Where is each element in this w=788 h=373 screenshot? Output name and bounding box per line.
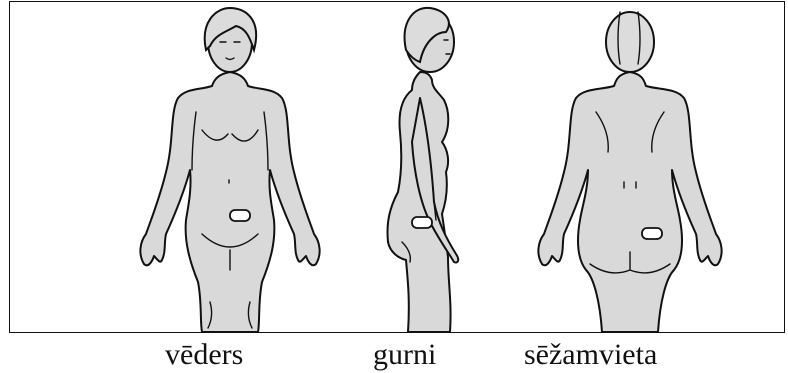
figure-front-view bbox=[130, 2, 330, 332]
injection-site-buttock bbox=[642, 228, 662, 239]
figure-back-view bbox=[520, 2, 740, 332]
injection-site-abdomen bbox=[230, 210, 250, 221]
back-body-illustration bbox=[520, 2, 740, 332]
caption-thigh: gurni bbox=[373, 338, 436, 372]
caption-abdomen: vēders bbox=[165, 338, 243, 372]
side-body-illustration bbox=[372, 2, 492, 332]
injection-site-thigh bbox=[412, 217, 432, 228]
front-body-illustration bbox=[130, 2, 330, 332]
figure-side-view bbox=[372, 2, 492, 332]
caption-buttock: sēžamvieta bbox=[524, 338, 657, 372]
diagram-frame bbox=[9, 1, 785, 333]
